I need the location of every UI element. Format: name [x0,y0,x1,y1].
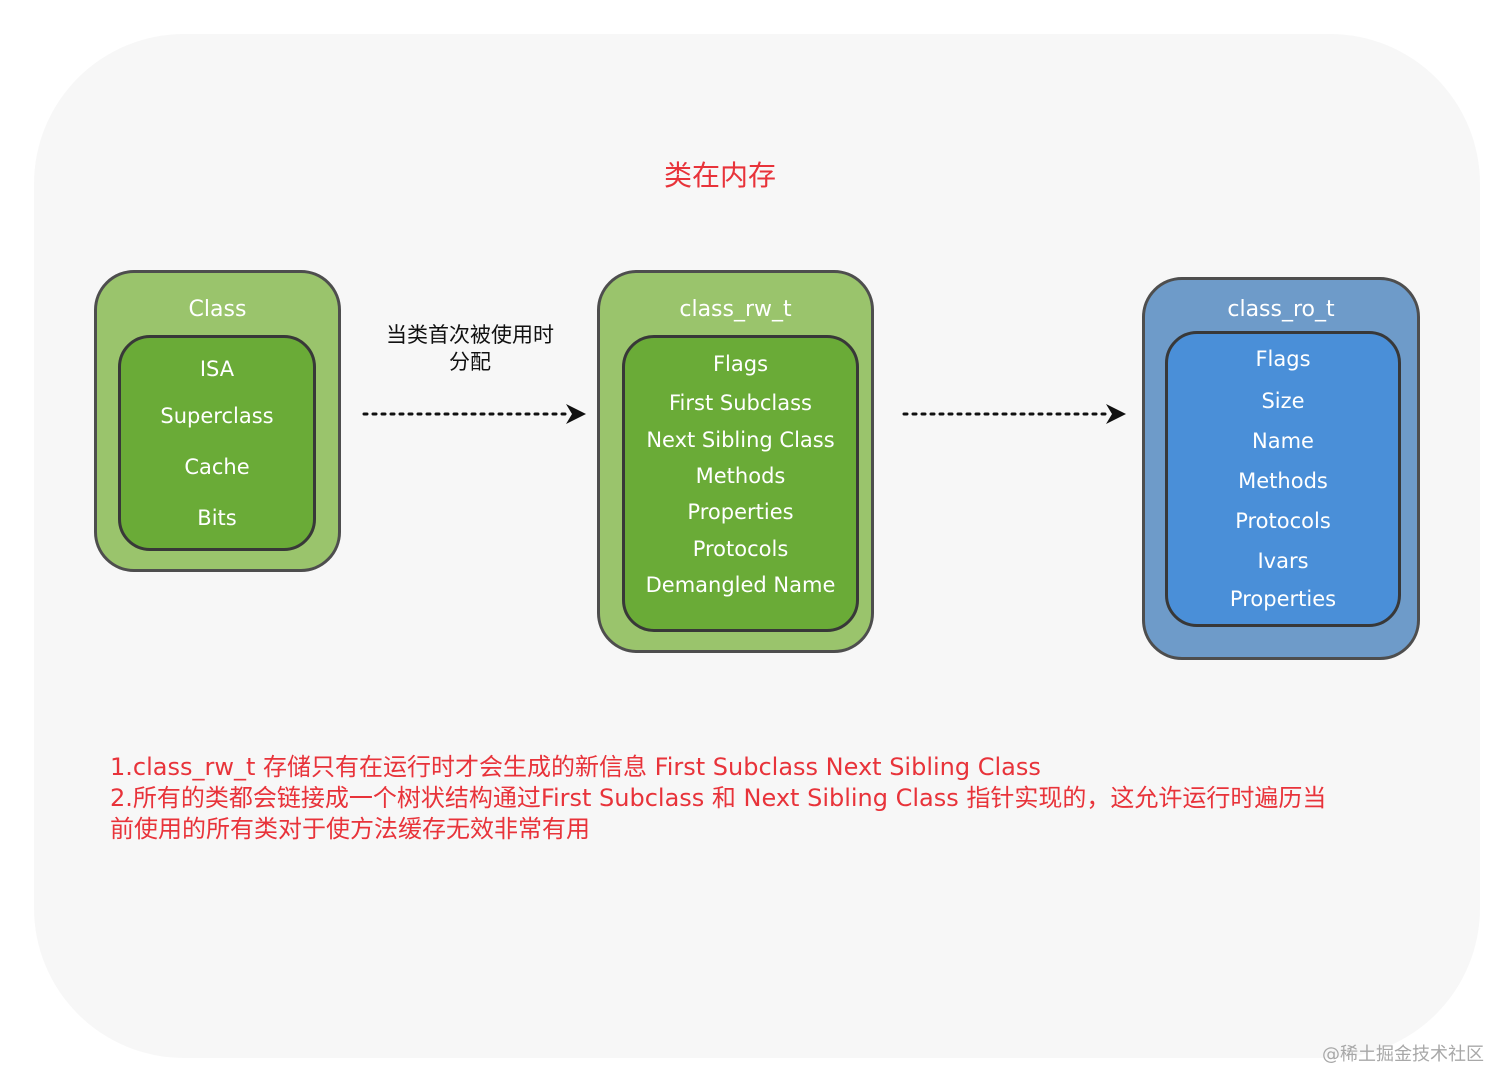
class-ro-t-fields: Flags Size Name Methods Protocols Ivars … [1165,331,1401,627]
rw-field-first-subclass: First Subclass [669,391,812,415]
description: 1.class_rw_t 存储只有在运行时才会生成的新信息 First Subc… [110,752,1430,845]
rw-field-flags: Flags [712,352,769,376]
class-field-cache: Cache [184,455,250,479]
ro-field-protocols: Protocols [1235,509,1331,533]
class-rw-t-box: class_rw_t Flags First Subclass Next Sib… [597,270,874,653]
ro-field-flags: Flags [1255,347,1311,371]
rw-field-protocols: Protocols [692,537,789,561]
class-ro-t-box-title: class_ro_t [1227,297,1335,322]
description-line1: 1.class_rw_t 存储只有在运行时才会生成的新信息 First Subc… [110,753,1041,781]
class-rw-t-box-title: class_rw_t [679,297,792,322]
allocation-note-line1: 当类首次被使用时 [386,323,554,347]
class-box: Class ISA Superclass Cache Bits [94,270,341,572]
ro-field-methods: Methods [1238,469,1328,493]
watermark: @稀土掘金技术社区 [1322,1044,1484,1065]
rw-field-next-sibling-class: Next Sibling Class [646,428,835,452]
class-field-superclass: Superclass [160,404,274,428]
class-field-isa: ISA [199,357,235,381]
class-ro-t-box: class_ro_t Flags Size Name Methods Proto… [1142,277,1420,660]
class-box-title: Class [188,297,247,322]
ro-field-ivars: Ivars [1257,549,1309,573]
diagram-title: 类在内存 [663,159,776,192]
description-line3: 前使用的所有类对于使方法缓存无效非常有用 [110,815,590,843]
class-box-fields: ISA Superclass Cache Bits [118,335,316,551]
arrow-rw-to-ro [902,404,1126,424]
ro-field-name: Name [1252,429,1314,453]
rw-field-properties: Properties [687,500,794,524]
rw-field-demangled-name: Demangled Name [645,573,836,597]
description-line2: 2.所有的类都会链接成一个树状结构通过First Subclass 和 Next… [110,784,1327,812]
allocation-note: 当类首次被使用时 分配 [360,322,580,376]
class-rw-t-fields: Flags First Subclass Next Sibling Class … [622,335,859,632]
rw-field-methods: Methods [695,464,786,488]
allocation-note-line2: 分配 [449,350,491,374]
arrow-class-to-rw [362,404,586,424]
class-field-bits: Bits [197,506,237,530]
ro-field-properties: Properties [1229,587,1337,611]
ro-field-size: Size [1261,389,1305,413]
